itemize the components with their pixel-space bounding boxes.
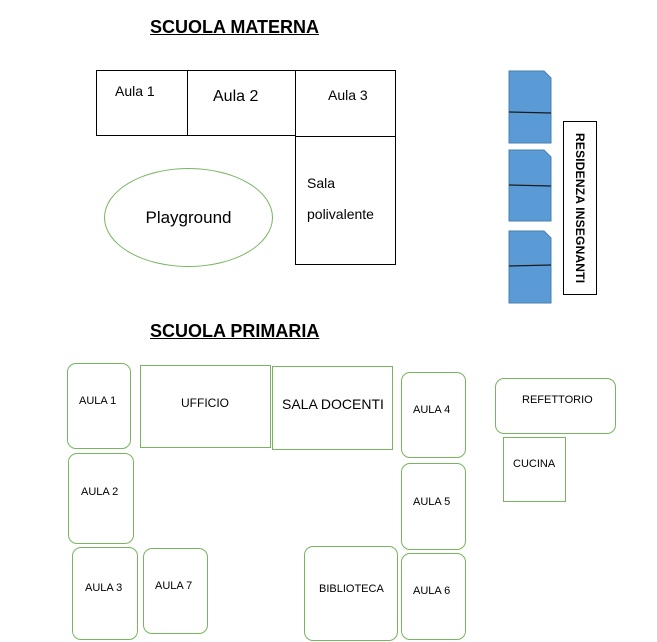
materna-aula-1: Aula 1 xyxy=(96,70,188,136)
materna-aula-1-label: Aula 1 xyxy=(115,83,155,99)
sala-polivalente-line2: polivalente xyxy=(307,206,374,222)
residenza-building-2 xyxy=(508,149,552,222)
primaria-aula-3-label: AULA 3 xyxy=(85,582,123,594)
residenza-building-1 xyxy=(508,70,552,144)
playground-label: Playground xyxy=(145,207,232,227)
primaria-title: SCUOLA PRIMARIA xyxy=(150,321,320,341)
primaria-aula-6-label: AULA 6 xyxy=(413,585,451,597)
residenza-label: RESIDENZA INSEGNANTI xyxy=(573,132,587,284)
materna-title: SCUOLA MATERNA xyxy=(150,17,319,37)
materna-aula-3: Aula 3 xyxy=(295,70,396,137)
cucina-label: CUCINA xyxy=(513,458,556,470)
primaria-aula-7-label: AULA 7 xyxy=(155,580,193,592)
residenza-insegnanti: RESIDENZA INSEGNANTI xyxy=(563,121,597,295)
refettorio-label: REFETTORIO xyxy=(522,394,593,406)
primaria-aula-2: AULA 2 xyxy=(68,453,134,544)
ufficio: UFFICIO xyxy=(140,365,271,448)
ufficio-label: UFFICIO xyxy=(181,396,229,410)
playground: Playground xyxy=(104,168,273,267)
primaria-aula-4-label: AULA 4 xyxy=(413,404,451,416)
refettorio: REFETTORIO xyxy=(495,378,616,434)
primaria-aula-7: AULA 7 xyxy=(143,548,208,634)
primaria-aula-6: AULA 6 xyxy=(401,553,466,640)
primaria-aula-4: AULA 4 xyxy=(401,372,466,458)
sala-docenti-label: SALA DOCENTI xyxy=(282,396,384,412)
materna-aula-2-label: Aula 2 xyxy=(213,88,259,105)
biblioteca: BIBLIOTECA xyxy=(304,546,398,641)
primaria-aula-5-label: AULA 5 xyxy=(413,496,451,508)
biblioteca-label: BIBLIOTECA xyxy=(319,583,384,595)
materna-aula-3-label: Aula 3 xyxy=(328,87,368,103)
sala-polivalente: Sala polivalente xyxy=(295,136,396,265)
materna-aula-2: Aula 2 xyxy=(187,70,296,136)
residenza-building-3 xyxy=(508,230,552,304)
sala-polivalente-line1: Sala xyxy=(307,175,336,191)
sala-docenti: SALA DOCENTI xyxy=(272,366,393,450)
primaria-aula-1: AULA 1 xyxy=(67,363,131,449)
primaria-aula-3: AULA 3 xyxy=(72,547,138,640)
primaria-aula-2-label: AULA 2 xyxy=(81,486,119,498)
primaria-aula-5: AULA 5 xyxy=(401,463,466,550)
primaria-aula-1-label: AULA 1 xyxy=(79,395,117,407)
cucina: CUCINA xyxy=(503,437,566,502)
